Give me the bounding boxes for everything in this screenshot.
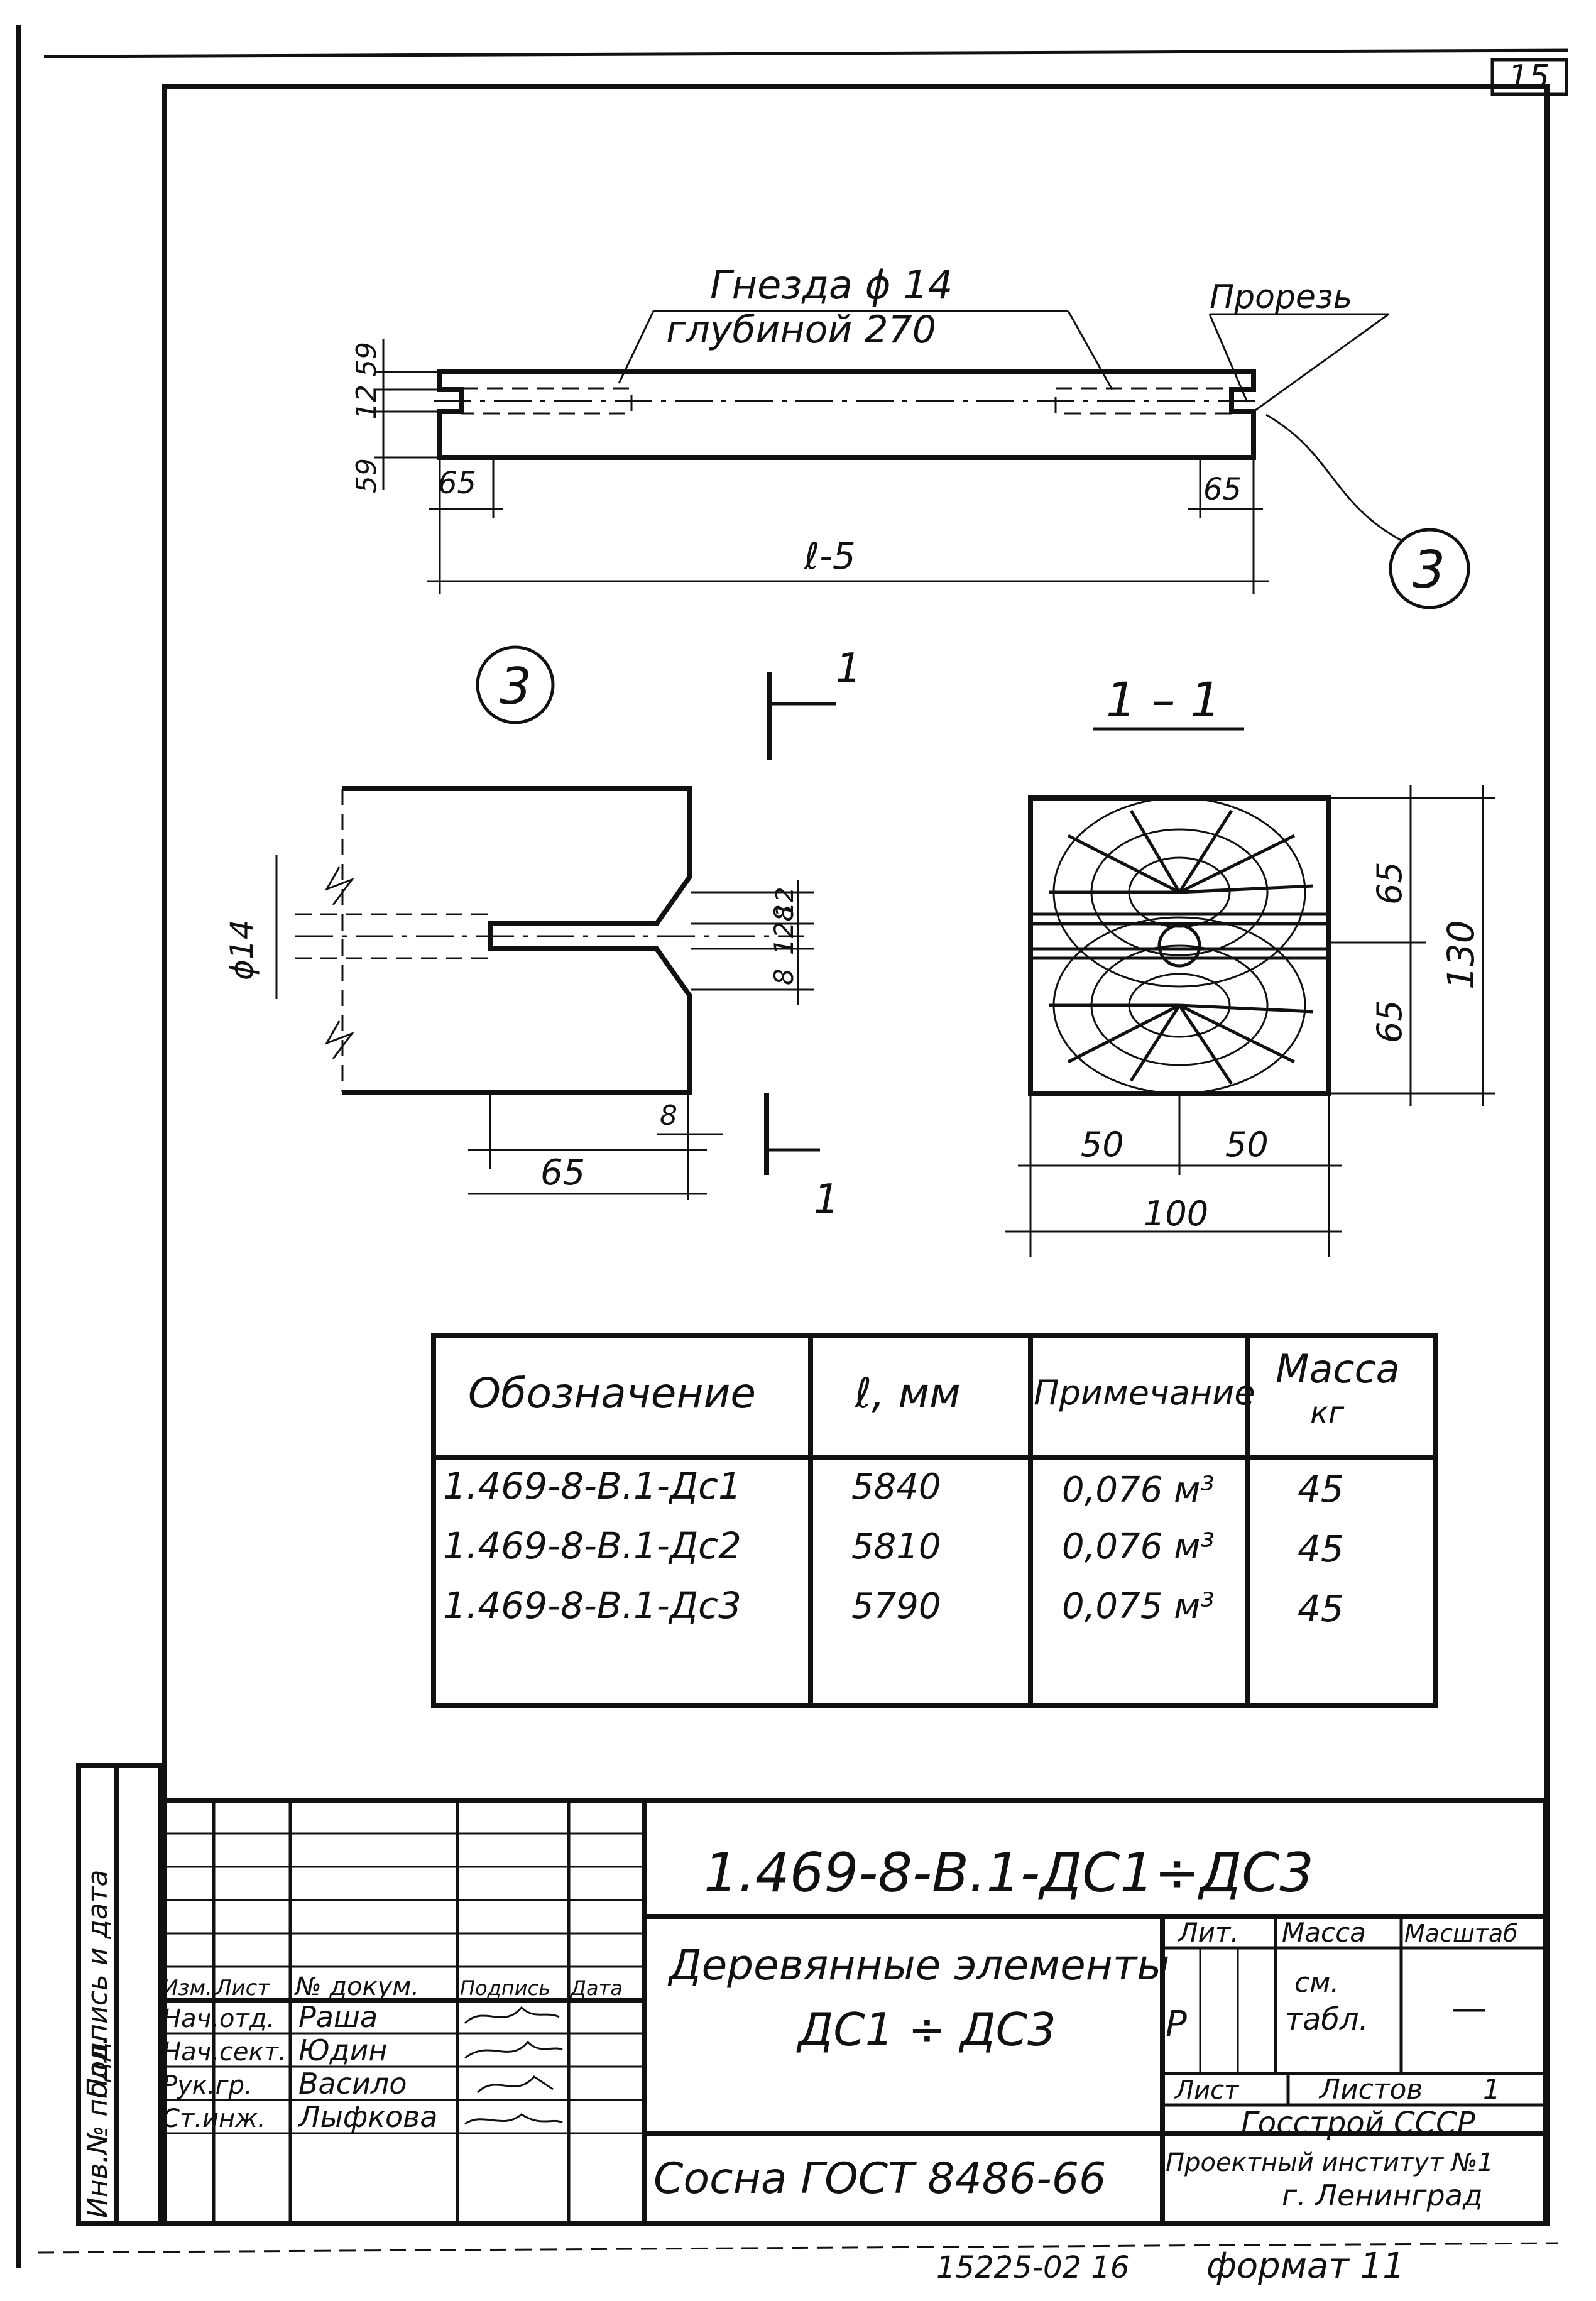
lit-value: Р <box>1166 2004 1187 2045</box>
section-dim-130: 130 <box>1440 920 1482 990</box>
col-header-date: Дата <box>569 1976 623 2000</box>
col-header-izm: Изм. <box>162 1976 212 2001</box>
detail-3-title: 3 <box>500 657 532 716</box>
mass-value-2: табл. <box>1285 2002 1369 2037</box>
section-dim-65-top: 65 <box>1370 861 1409 905</box>
plan-view: 3 Гнезда ϕ 14 глубиной 270 Прорезь 59 12… <box>351 262 1470 609</box>
footer: 15225-02 16 формат 11 <box>37 2242 1559 2287</box>
person-name: Васило <box>298 2067 407 2101</box>
table-cell: 5810 <box>851 1526 941 1567</box>
role: Нач.сект. <box>162 2038 287 2067</box>
sheets-label: Листов <box>1318 2074 1423 2106</box>
detail-dim-8a: 8 <box>768 968 799 985</box>
element-name-2: ДС1 ÷ ДС3 <box>796 2003 1056 2056</box>
side-label-inv: Инв.№ подл. <box>82 2036 114 2218</box>
table-cell: 45 <box>1298 1528 1344 1570</box>
table-header-mass-unit: кг <box>1310 1396 1345 1431</box>
person-name: Лыфкова <box>297 2100 437 2134</box>
scale-label: Масштаб <box>1404 1920 1518 1947</box>
table-cell: 1.469-8-B.1-Дс1 <box>443 1465 741 1507</box>
side-label-signature: Подпись и дата <box>82 1870 114 2099</box>
table-cell: 0,076 м³ <box>1062 1470 1215 1511</box>
col-header-list: Лист <box>214 1976 270 2001</box>
dim-65-right: 65 <box>1203 472 1242 507</box>
col-header-doc: № докум. <box>294 1972 419 2001</box>
scale-value: — <box>1451 1988 1487 2029</box>
detail-dim-12: 12 <box>771 887 799 917</box>
section-title: 1 – 1 <box>1106 672 1221 728</box>
element-name-1: Деревянные элементы <box>667 1941 1169 1989</box>
detail-dim-128: 128 <box>768 905 799 955</box>
sockets-label-1: Гнезда ϕ 14 <box>710 262 953 308</box>
material: Сосна ГОСТ 8486-66 <box>653 2154 1106 2204</box>
sheet-label: Лист <box>1174 2076 1240 2105</box>
table-cell: 45 <box>1298 1468 1344 1511</box>
table-header-designation: Обозначение <box>468 1369 756 1418</box>
table-cell: 0,075 м³ <box>1062 1586 1215 1627</box>
signatures <box>464 2006 563 2125</box>
callout-3-plan: 3 <box>1413 540 1445 600</box>
detail-diameter: ϕ14 <box>224 919 260 980</box>
org-line-3: г. Ленинград <box>1282 2178 1483 2212</box>
table-cell: 45 <box>1298 1587 1344 1630</box>
table-cell: 5790 <box>851 1586 941 1627</box>
col-header-sign: Подпись <box>460 1976 550 2000</box>
footer-format: формат 11 <box>1206 2246 1405 2287</box>
role: Ст.инж. <box>162 2104 266 2133</box>
sheet-number: 15 <box>1508 58 1550 96</box>
role: Нач.отд. <box>162 2004 275 2033</box>
org-line-1: Госстрой СССР <box>1241 2106 1475 2141</box>
lit-label: Лит. <box>1177 1917 1239 1948</box>
section-dim-65-bottom: 65 <box>1370 1000 1409 1043</box>
person-name: Раша <box>298 2000 378 2034</box>
role: Рук.гр. <box>162 2071 253 2100</box>
detail-dim-65: 65 <box>540 1152 585 1193</box>
dim-59-top: 59 <box>351 342 383 377</box>
designation: 1.469-8-B.1-ДС1÷ДС3 <box>704 1842 1314 1905</box>
table-cell: 1.469-8-B.1-Дс2 <box>443 1524 741 1567</box>
detail-dim-8b: 8 <box>660 1100 677 1132</box>
table-header-mass: Масса <box>1276 1346 1400 1392</box>
dim-59-bottom: 59 <box>351 458 383 493</box>
table-cell: 0,076 м³ <box>1062 1526 1215 1567</box>
sheets-value: 1 <box>1483 2074 1500 2106</box>
table-cell: 5840 <box>851 1467 941 1507</box>
section-marks: 1 1 <box>764 645 861 1223</box>
sockets-label-2: глубиной 270 <box>666 308 936 352</box>
table-cell: 1.469-8-B.1-Дс3 <box>443 1584 741 1627</box>
section-dim-50-left: 50 <box>1081 1125 1124 1164</box>
section-dim-50-right: 50 <box>1225 1125 1269 1164</box>
table-header-length: ℓ, мм <box>854 1369 961 1418</box>
title-block: Подпись и дата Инв.№ подл. Изм. Лист № д… <box>76 1763 1548 2226</box>
section-mark-top: 1 <box>836 645 861 692</box>
section-dim-100: 100 <box>1144 1194 1208 1233</box>
section-mark-bottom: 1 <box>814 1176 839 1223</box>
spec-table: Обозначение ℓ, мм Примечание Масса кг 1.… <box>431 1333 1438 1708</box>
mass-label: Масса <box>1282 1917 1366 1948</box>
dim-12: 12 <box>351 385 383 420</box>
section-1-1: 1 – 1 65 65 130 <box>1005 672 1495 1257</box>
dim-65-left: 65 <box>438 466 476 501</box>
person-name: Юдин <box>298 2033 387 2067</box>
dim-length: ℓ-5 <box>804 535 856 577</box>
org-line-2: Проектный институт №1 <box>1166 2148 1494 2177</box>
footer-code: 15225-02 16 <box>936 2250 1129 2285</box>
table-header-note: Примечание <box>1034 1373 1255 1413</box>
mass-value-1: см. <box>1294 1967 1339 1999</box>
slot-label: Прорезь <box>1210 278 1352 316</box>
detail-3: 3 ϕ14 128 8 12 8 65 <box>224 645 814 1200</box>
